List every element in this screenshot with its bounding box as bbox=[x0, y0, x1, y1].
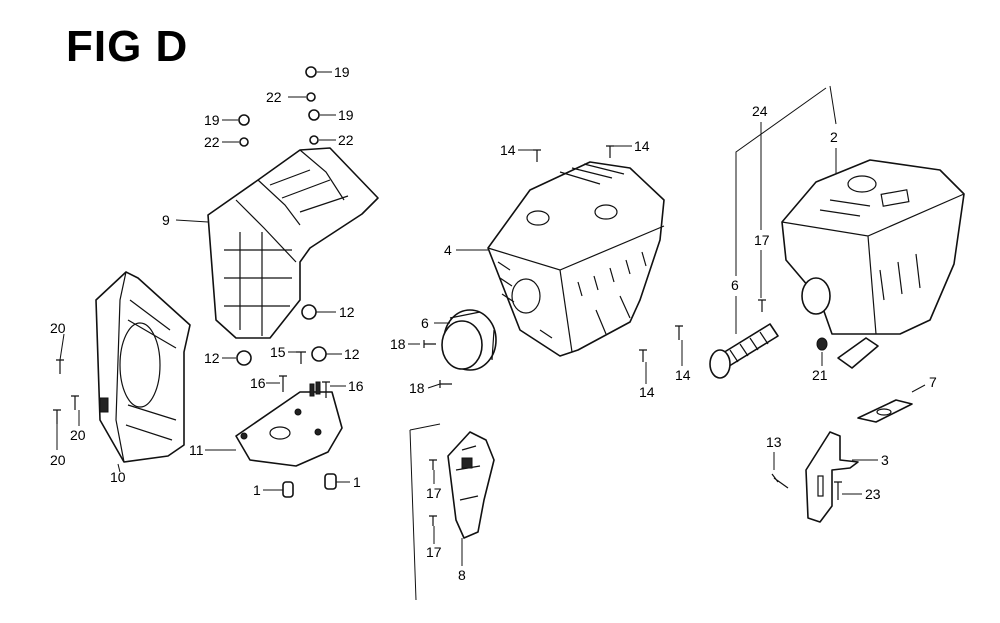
callout-14: 14 bbox=[634, 138, 650, 154]
callout-18: 18 bbox=[409, 380, 425, 396]
callout-9: 9 bbox=[162, 212, 170, 228]
callout-7: 7 bbox=[929, 374, 937, 390]
part-7-gasket bbox=[857, 399, 913, 423]
part-8-bracket-line bbox=[409, 423, 441, 601]
callout-19: 19 bbox=[204, 112, 220, 128]
callout-15: 15 bbox=[270, 344, 286, 360]
figure-title: FIG D bbox=[66, 22, 189, 71]
part-6-spark-arrester bbox=[709, 323, 779, 379]
fasteners bbox=[53, 66, 842, 526]
callout-21: 21 bbox=[812, 367, 828, 383]
callout-20: 20 bbox=[50, 452, 66, 468]
callout-17: 17 bbox=[426, 544, 442, 560]
part-3-bracket bbox=[805, 431, 859, 523]
callout-17: 17 bbox=[426, 485, 442, 501]
callout-10: 10 bbox=[110, 469, 126, 485]
part-1-collars bbox=[282, 473, 337, 498]
part-11-base-plate bbox=[235, 381, 343, 467]
part-6-exhaust-cap bbox=[441, 309, 497, 371]
callout-14: 14 bbox=[675, 367, 691, 383]
callout-20: 20 bbox=[50, 320, 66, 336]
callout-22: 22 bbox=[266, 89, 282, 105]
callout-22: 22 bbox=[204, 134, 220, 150]
callout-19: 19 bbox=[338, 107, 354, 123]
callout-23: 23 bbox=[865, 486, 881, 502]
callout-16: 16 bbox=[348, 378, 364, 394]
callout-1: 1 bbox=[253, 482, 261, 498]
callout-12: 12 bbox=[344, 346, 360, 362]
callout-22: 22 bbox=[338, 132, 354, 148]
callout-labels: 19 22 19 22 19 22 9 12 12 15 12 16 16 20… bbox=[50, 64, 937, 583]
part-8-exhaust-guard bbox=[447, 431, 495, 539]
callout-6: 6 bbox=[421, 315, 429, 331]
callout-18: 18 bbox=[390, 336, 406, 352]
leader-lines bbox=[56, 71, 926, 566]
callout-2: 2 bbox=[830, 129, 838, 145]
callout-16: 16 bbox=[250, 375, 266, 391]
part-10-mount-bracket bbox=[95, 271, 191, 463]
callout-6: 6 bbox=[731, 277, 739, 293]
callout-12: 12 bbox=[339, 304, 355, 320]
callout-13: 13 bbox=[766, 434, 782, 450]
callout-12: 12 bbox=[204, 350, 220, 366]
callout-3: 3 bbox=[881, 452, 889, 468]
callout-17: 17 bbox=[754, 232, 770, 248]
part-2-muffler bbox=[781, 159, 965, 335]
callout-1: 1 bbox=[353, 474, 361, 490]
callout-14: 14 bbox=[500, 142, 516, 158]
callout-24: 24 bbox=[752, 103, 768, 119]
callout-4: 4 bbox=[444, 242, 452, 258]
callout-8: 8 bbox=[458, 567, 466, 583]
part-21-gasket bbox=[816, 337, 879, 369]
callout-19: 19 bbox=[334, 64, 350, 80]
part-4-muffler-protector bbox=[487, 161, 665, 357]
callout-20: 20 bbox=[70, 427, 86, 443]
callout-14: 14 bbox=[639, 384, 655, 400]
part-9-heat-shield bbox=[207, 147, 379, 339]
callout-11: 11 bbox=[189, 442, 204, 458]
